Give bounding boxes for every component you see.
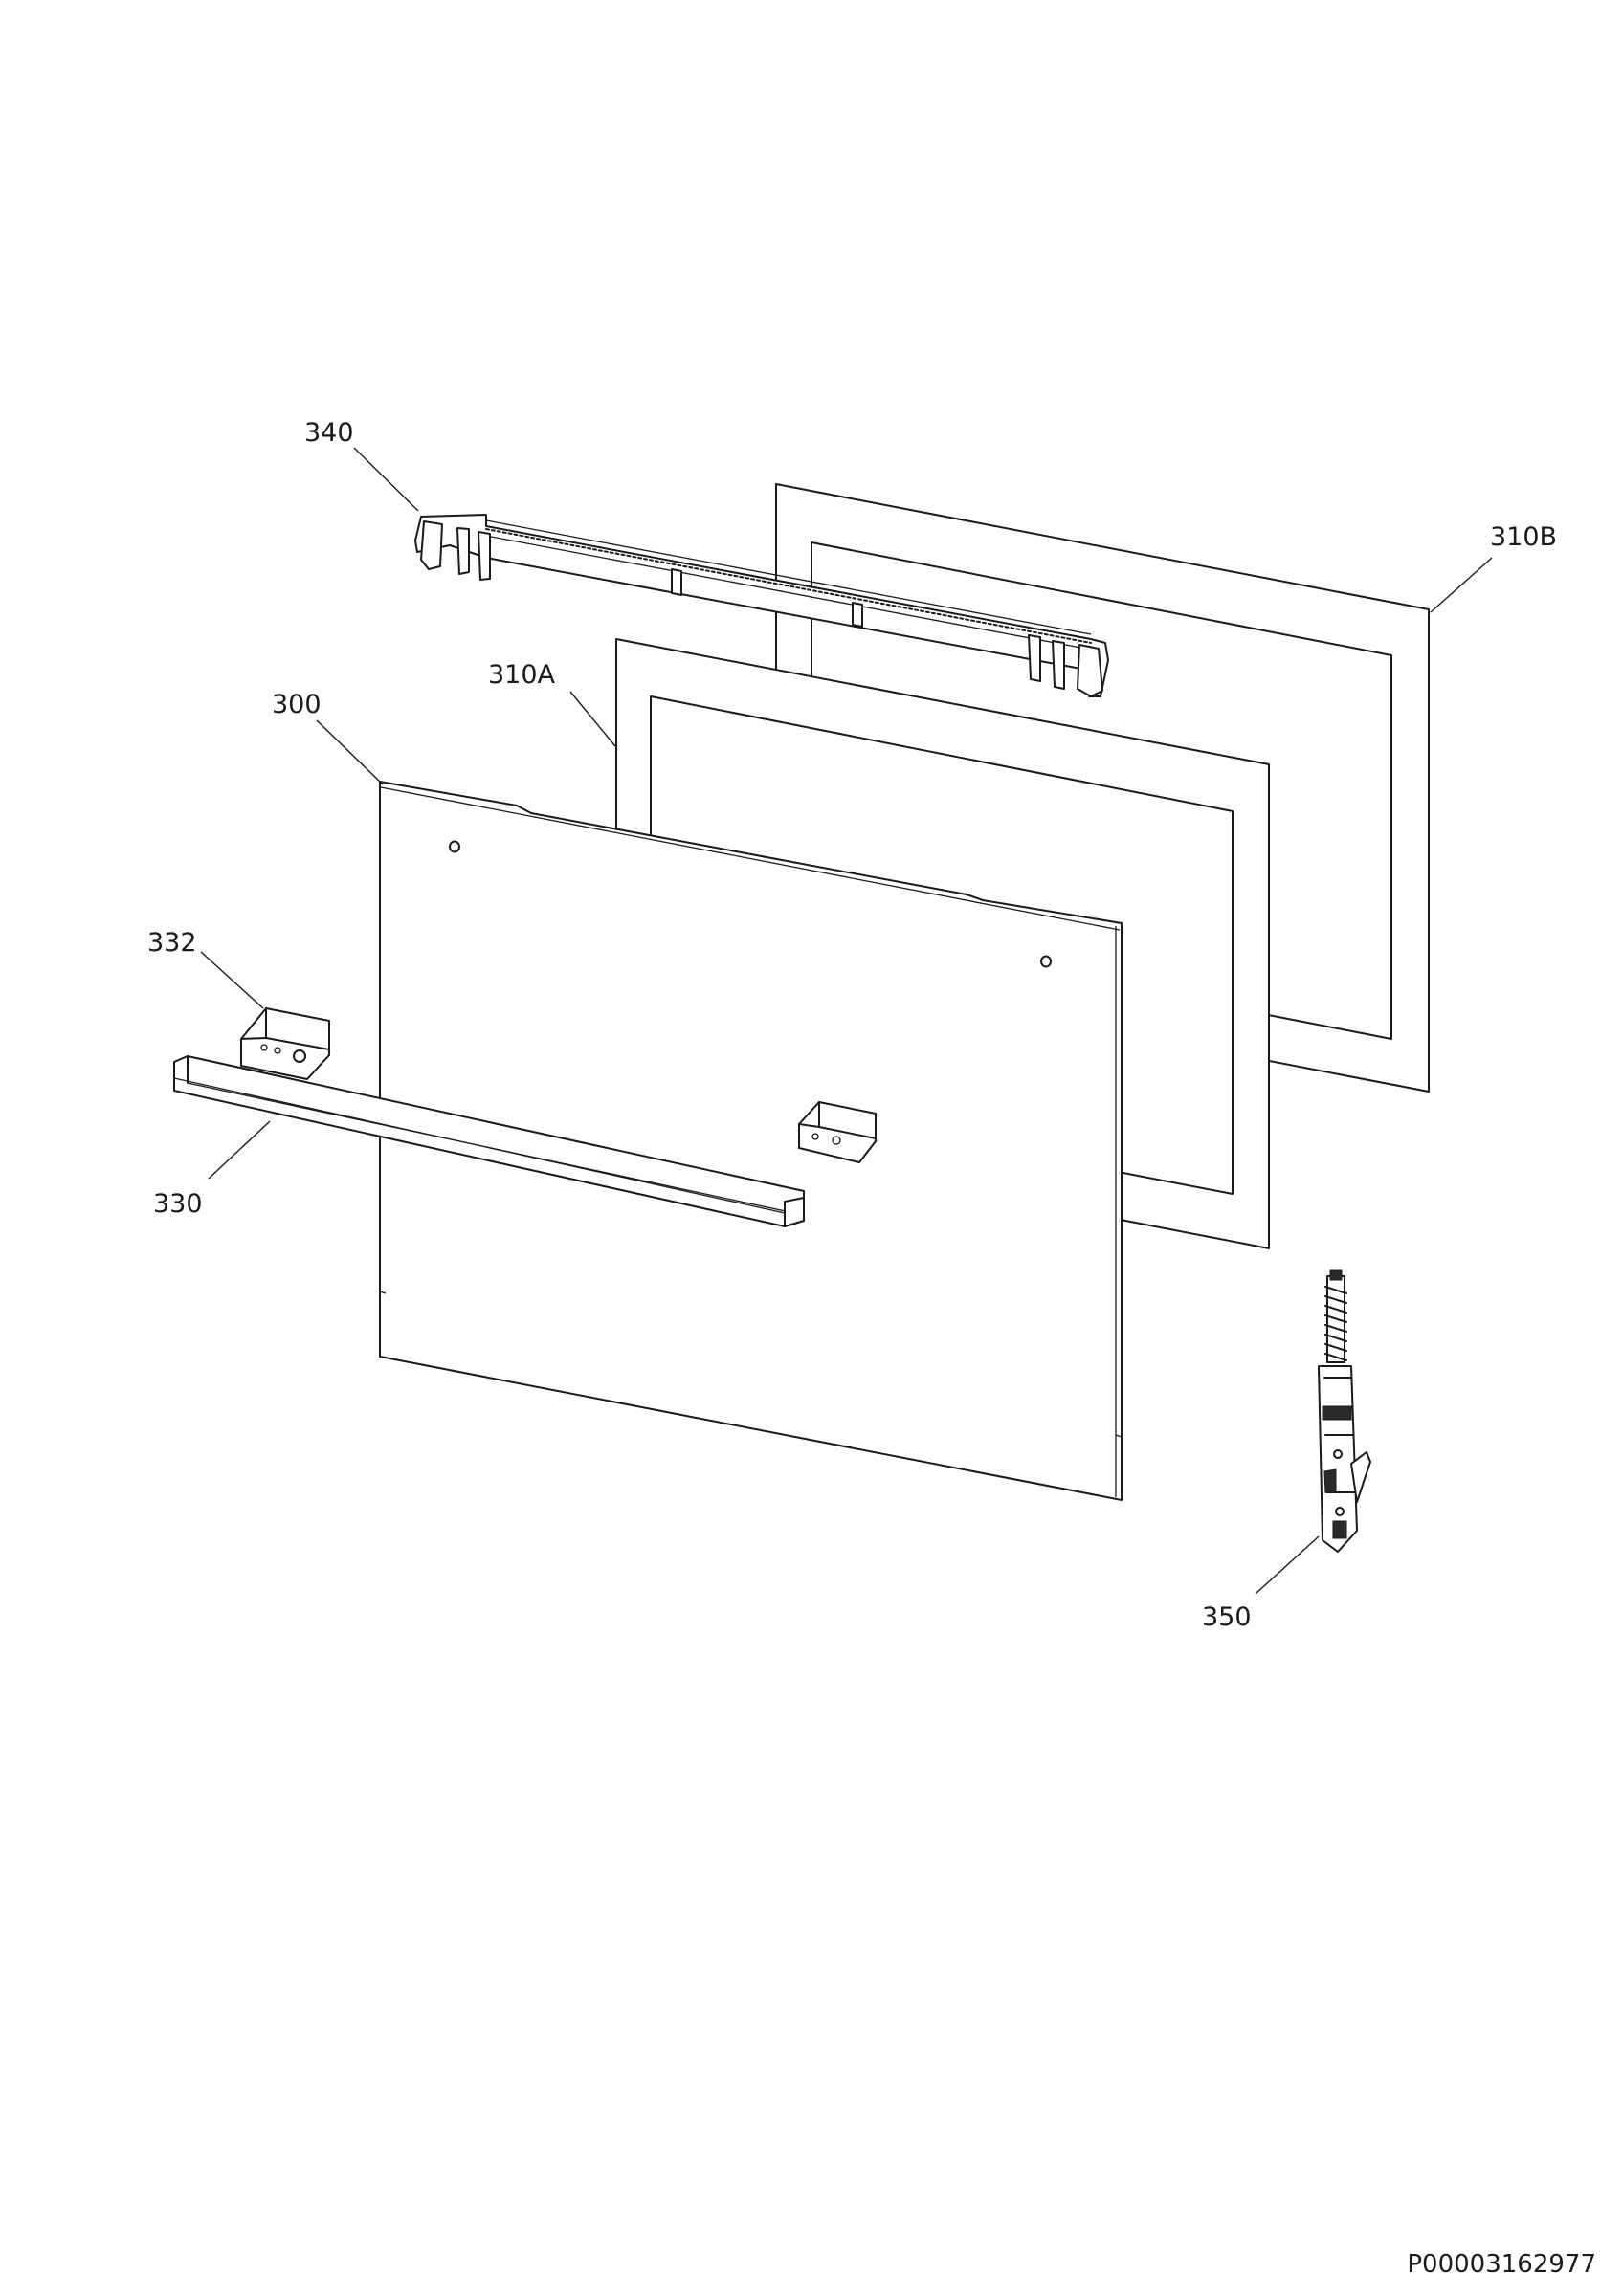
part-330-door-handle-bar <box>173 1055 805 1227</box>
leader-310b <box>1430 557 1493 613</box>
part-340-top-trim-profile <box>414 514 1109 697</box>
callout-330: 330 <box>153 1189 203 1219</box>
drawing-reference-code: P00003162977 <box>1407 2250 1596 2279</box>
callout-350: 350 <box>1202 1602 1252 1632</box>
screw-hole-right <box>1040 955 1052 968</box>
callout-340: 340 <box>304 418 354 448</box>
callout-310b: 310B <box>1490 522 1557 552</box>
screw-hole-left <box>449 840 460 853</box>
part-300-outer-door-glass <box>379 781 1123 1501</box>
callout-300: 300 <box>272 690 322 719</box>
leader-332 <box>200 951 264 1009</box>
part-332-handle-support-block <box>240 1007 330 1080</box>
leader-lines <box>200 447 1493 1595</box>
leader-310a <box>569 691 616 747</box>
part-332-handle-support-block-right <box>798 1101 877 1163</box>
leader-300 <box>316 719 384 785</box>
leader-340 <box>353 447 419 512</box>
leader-330 <box>208 1120 271 1180</box>
part-350-door-hinge <box>1318 1269 1371 1553</box>
leader-350 <box>1255 1535 1320 1595</box>
callout-310a: 310A <box>488 660 556 690</box>
callout-332: 332 <box>147 928 197 958</box>
